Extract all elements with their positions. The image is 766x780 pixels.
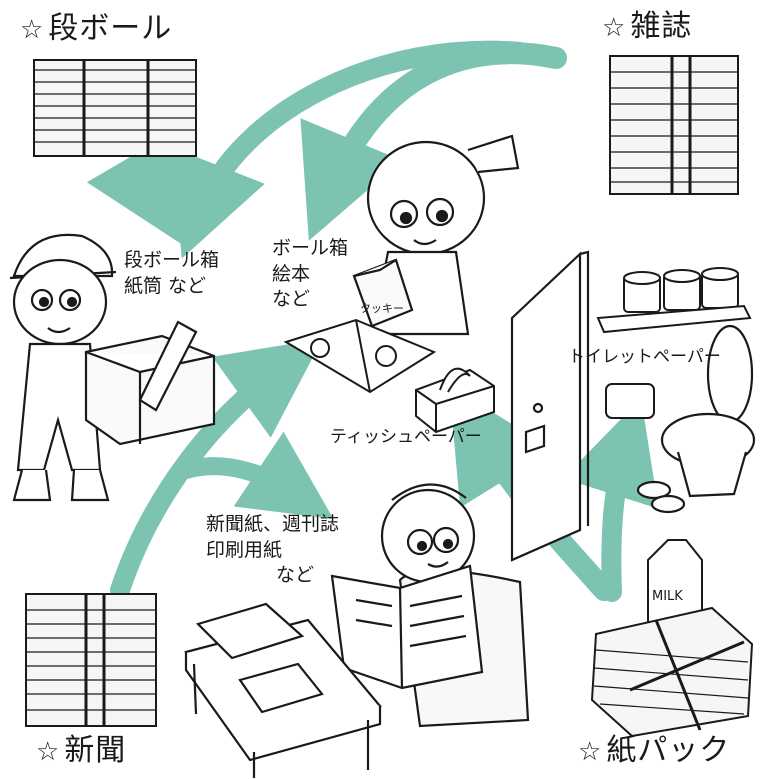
cardboard-stack-icon (33, 59, 197, 157)
product-note-tissue: ティッシュペーパー (330, 427, 482, 447)
product-line: 紙筒 など (124, 274, 207, 297)
arrow-shinbun-to-newsprint-icon (177, 431, 334, 519)
arrow-pack-to-toilet-icon (563, 398, 659, 602)
source-label-zasshi: ☆雑誌 (602, 12, 692, 42)
arrow-danboru-down-icon (86, 126, 190, 250)
tissue-box-icon (415, 367, 495, 434)
product-line: 段ボール箱 (124, 249, 220, 271)
product-line: など (276, 564, 315, 587)
milk-carton-stack-icon: MILK (590, 539, 754, 738)
star-icon: ☆ (20, 15, 45, 45)
magazine-stack-icon (609, 55, 739, 195)
star-icon: ☆ (578, 737, 603, 767)
delivery-boy-icon (9, 233, 216, 502)
product-line: 絵本 (272, 262, 311, 285)
newspaper-stack-icon (25, 593, 157, 727)
cookie-box-label: クッキー (360, 302, 404, 315)
source-label-shinbun: ☆新聞 (36, 736, 126, 766)
product-note-danboru: 段ボール箱 紙筒 など (124, 248, 219, 299)
product-note-zasshi: ボール箱 絵本 など (272, 236, 348, 313)
product-note-toilet: トイレットペーパー (568, 347, 721, 367)
table-icon (184, 602, 382, 778)
source-danboru-text: 段ボール (48, 11, 173, 46)
product-line: 印刷用紙 (206, 538, 283, 561)
source-kamipack-text: 紙パック (606, 733, 731, 768)
arrow-zasshi-to-danboru-icon (171, 40, 530, 259)
source-label-kamipack: ☆紙パック (578, 736, 730, 766)
girl-icon: クッキー (352, 134, 520, 336)
product-line: 新聞紙、週刊誌 (206, 513, 340, 535)
toilet-icon (636, 324, 756, 514)
product-note-shinbun: 新聞紙、週刊誌 印刷用紙 など (206, 512, 339, 589)
star-icon: ☆ (36, 737, 61, 767)
product-line: など (272, 288, 311, 311)
source-label-danboru: ☆段ボール (20, 14, 172, 44)
door-icon (510, 250, 590, 562)
source-shinbun-text: 新聞 (64, 733, 127, 768)
milk-label: MILK (652, 589, 683, 604)
picture-book-icon (283, 318, 437, 394)
man-reading-icon (330, 483, 530, 728)
product-line: ボール箱 (272, 237, 349, 259)
toilet-roll-icon (596, 267, 752, 419)
source-zasshi-text: 雑誌 (630, 9, 693, 44)
star-icon: ☆ (602, 13, 627, 43)
